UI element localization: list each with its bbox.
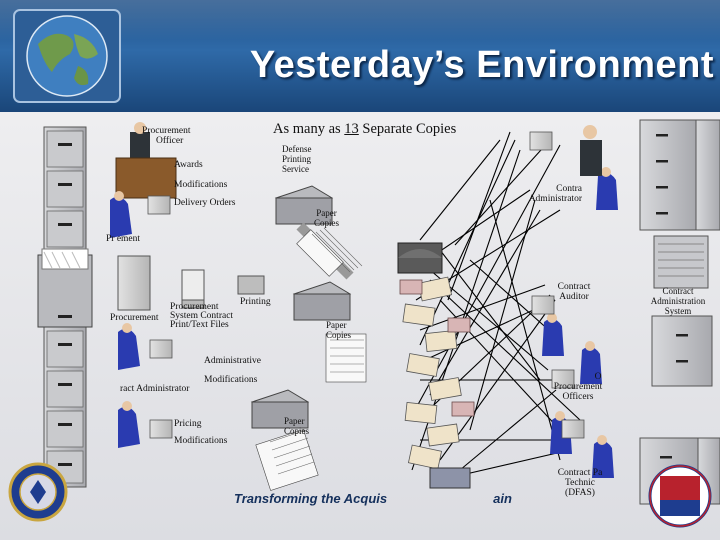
label-contract-administrator-mid: ract Administrator: [120, 384, 190, 394]
label-contract-pay: Contract Pa Technic (DFAS): [544, 468, 616, 498]
copies-headline: As many as 13 Separate Copies: [273, 121, 456, 138]
label-line: Procurement: [142, 126, 191, 136]
headline-count: 13: [344, 121, 359, 137]
label-line: Printing: [282, 154, 312, 164]
contract-administrator-person: [580, 125, 602, 176]
label-modifications-top: Modifications: [174, 180, 228, 190]
label-line: Officer: [156, 136, 184, 146]
right-file-cabinets: [639, 119, 720, 505]
label-line: Procurement: [170, 302, 219, 312]
procurement-officer-person: [115, 122, 177, 199]
mail-stack: [397, 242, 475, 489]
label-paper-copies-2: Paper Copies: [326, 320, 351, 340]
label-line: Defense: [282, 144, 312, 154]
footer-right: ain: [493, 491, 512, 506]
headline-suffix: Separate Copies: [358, 121, 457, 137]
printer-icon: [292, 281, 367, 383]
label-modifications-mid: Modifications: [204, 375, 258, 385]
label-line: Auditor: [559, 292, 589, 302]
left-file-cabinet: [37, 126, 93, 488]
label-line: Administration: [650, 296, 706, 306]
paper-trail-1: [296, 229, 344, 277]
footer-left: Transforming the Acquis: [234, 491, 388, 506]
label-procurement-officer: Procurement Officer: [142, 126, 191, 146]
label-line: Administrator: [528, 194, 582, 204]
label-line: Contract: [557, 282, 591, 292]
label-contract-administrator-top: Contra Administrator: [520, 184, 582, 204]
label-line: Copies: [284, 426, 310, 436]
label-line: Copies: [314, 218, 340, 228]
dod-emblem-icon: [648, 464, 712, 528]
label-line: Officers: [562, 392, 594, 402]
label-line: O: [594, 372, 602, 382]
headline-prefix: As many as: [273, 121, 345, 137]
label-line: Copies: [326, 330, 352, 340]
label-line: System: [664, 306, 692, 316]
label-line: System Contract: [170, 311, 234, 321]
label-line: (DFAS): [565, 488, 595, 498]
label-line: Technic: [565, 478, 595, 488]
label-printing: Printing: [240, 297, 271, 307]
procurement-computer: [117, 255, 265, 311]
label-delivery-orders: Delivery Orders: [174, 198, 236, 208]
monitor-icons: [147, 131, 585, 439]
label-paper-copies-1: Paper Copies: [314, 208, 339, 228]
label-procurement-system-contract: Procurement System Contract Print/Text F…: [170, 302, 234, 330]
label-line: Contract Pa: [557, 468, 603, 478]
label-paper-copies-3: Paper Copies: [284, 416, 309, 436]
label-line: Paper: [316, 208, 337, 218]
dod-seal-icon: [8, 462, 68, 522]
label-other-procurement-officers: O Procurement Officers: [548, 372, 608, 402]
label-contract-administration-system: Contract Administration System: [638, 286, 718, 316]
label-administrative: Administrative: [204, 356, 261, 366]
label-contract-auditor: Contract Auditor: [546, 282, 602, 302]
label-procurement-clerk: Pr ement: [106, 234, 141, 244]
footer-tagline: Transforming the Acquis ain: [234, 491, 512, 506]
label-line: Paper: [284, 416, 305, 426]
connector-lines: [411, 131, 581, 481]
label-line: Procurement: [553, 382, 603, 392]
title-bar: Yesterday’s Environment: [0, 0, 720, 112]
label-defense-printing: Defense Printing Service: [282, 144, 311, 174]
label-pricing: Pricing: [174, 419, 202, 429]
slide-title: Yesterday’s Environment: [249, 44, 714, 86]
label-line: Service: [282, 164, 309, 174]
printer-icon: [250, 389, 319, 491]
label-line: Print/Text Files: [170, 320, 229, 330]
label-line: Contra: [556, 184, 582, 194]
label-line: Paper: [326, 320, 347, 330]
server-icon: [653, 235, 709, 289]
label-awards: Awards: [174, 160, 203, 170]
label-line: Contract: [662, 286, 694, 296]
globe-logo-icon: [13, 9, 121, 103]
label-procurement-system: Procurement: [110, 313, 159, 323]
label-modifications-bottom: Modifications: [174, 436, 228, 446]
